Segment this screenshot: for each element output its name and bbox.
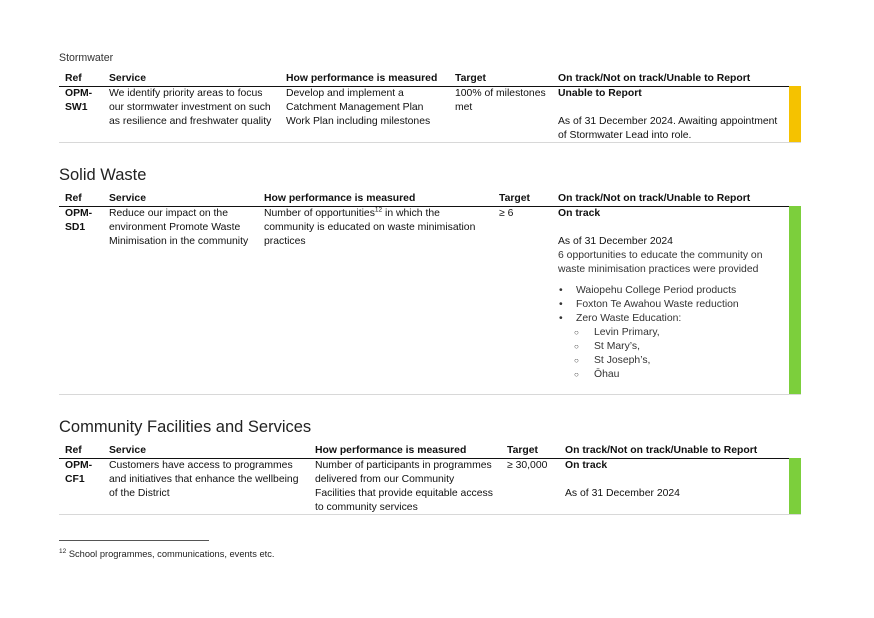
list-item: ○Levin Primary, bbox=[574, 327, 660, 338]
row-measure: Number of opportunities12 in which the c… bbox=[264, 206, 476, 247]
header-status: On track/Not on track/Unable to Report bbox=[558, 73, 751, 84]
row-service: We identify priority areas to focus our … bbox=[109, 88, 272, 127]
row-measure: Number of participants in programmes del… bbox=[315, 460, 493, 513]
status-date: As of 31 December 2024 bbox=[565, 488, 680, 499]
status-color-bar bbox=[789, 206, 801, 394]
list-item: •Foxton Te Awahou Waste reduction bbox=[559, 299, 739, 310]
table-bottom-rule bbox=[59, 514, 801, 515]
row-target: ≥ 30,000 bbox=[507, 460, 548, 471]
status-date: As of 31 December 2024 bbox=[558, 236, 673, 247]
row-service: Customers have access to programmes and … bbox=[109, 460, 299, 499]
list-item: ○Ōhau bbox=[574, 369, 620, 380]
header-measure: How performance is measured bbox=[315, 445, 467, 456]
header-service: Service bbox=[109, 73, 146, 84]
row-ref: OPM- SD1 bbox=[65, 208, 93, 233]
footnote-rule bbox=[59, 540, 209, 541]
community-heading: Community Facilities and Services bbox=[59, 418, 312, 436]
footnote-number: 12 bbox=[59, 547, 67, 555]
stormwater-table: Ref Service How performance is measured … bbox=[59, 72, 801, 143]
stormwater-caption: Stormwater bbox=[59, 52, 114, 64]
header-ref: Ref bbox=[65, 73, 82, 84]
footnote: 12 School programmes, communications, ev… bbox=[59, 547, 274, 561]
row-status: On track As of 31 December 2024 6 opport… bbox=[558, 207, 790, 382]
row-status: On track As of 31 December 2024 bbox=[565, 459, 789, 501]
row-ref: OPM- SW1 bbox=[65, 88, 93, 113]
table-bottom-rule bbox=[59, 142, 801, 143]
header-status: On track/Not on track/Unable to Report bbox=[565, 445, 758, 456]
list-item: •Waiopehu College Period products bbox=[559, 285, 737, 296]
header-ref: Ref bbox=[65, 445, 82, 456]
row-service: Reduce our impact on the environment Pro… bbox=[109, 208, 249, 247]
table-header: Ref Service How performance is measured … bbox=[59, 444, 801, 458]
header-target: Target bbox=[499, 193, 530, 204]
header-ref: Ref bbox=[65, 193, 82, 204]
community-table: Ref Service How performance is measured … bbox=[59, 444, 801, 515]
list-item: ○St Mary’s, bbox=[574, 341, 640, 352]
header-measure: How performance is measured bbox=[286, 73, 438, 84]
row-measure: Develop and implement a Catchment Manage… bbox=[286, 88, 431, 127]
header-status: On track/Not on track/Unable to Report bbox=[558, 193, 751, 204]
header-service: Service bbox=[109, 193, 146, 204]
solid-waste-heading: Solid Waste bbox=[59, 166, 147, 184]
header-rule bbox=[59, 86, 801, 88]
table-header: Ref Service How performance is measured … bbox=[59, 192, 801, 206]
header-target: Target bbox=[507, 445, 538, 456]
status-color-bar bbox=[789, 458, 801, 514]
row-target: ≥ 6 bbox=[499, 208, 514, 219]
table-header: Ref Service How performance is measured … bbox=[59, 72, 801, 86]
header-target: Target bbox=[455, 73, 486, 84]
bullet-list: •Waiopehu College Period products •Foxto… bbox=[558, 284, 790, 326]
status-title: On track bbox=[558, 208, 601, 219]
row-status: Unable to Report As of 31 December 2024.… bbox=[558, 87, 790, 143]
status-color-bar bbox=[789, 86, 801, 142]
header-service: Service bbox=[109, 445, 146, 456]
solid-waste-table: Ref Service How performance is measured … bbox=[59, 192, 801, 395]
list-item: •Zero Waste Education: bbox=[559, 313, 682, 324]
header-rule bbox=[59, 458, 801, 460]
table-bottom-rule bbox=[59, 394, 801, 395]
footnote-ref: 12 bbox=[374, 206, 383, 214]
status-title: On track bbox=[565, 460, 608, 471]
header-measure: How performance is measured bbox=[264, 193, 416, 204]
row-ref: OPM- CF1 bbox=[65, 460, 93, 485]
header-rule bbox=[59, 206, 801, 208]
row-target: 100% of milestones met bbox=[455, 88, 546, 113]
list-item: ○St Joseph’s, bbox=[574, 355, 651, 366]
status-title: Unable to Report bbox=[558, 88, 642, 99]
footnote-text: School programmes, communications, event… bbox=[66, 549, 275, 559]
sub-bullet-list: ○Levin Primary, ○St Mary’s, ○St Joseph’s… bbox=[558, 326, 790, 382]
